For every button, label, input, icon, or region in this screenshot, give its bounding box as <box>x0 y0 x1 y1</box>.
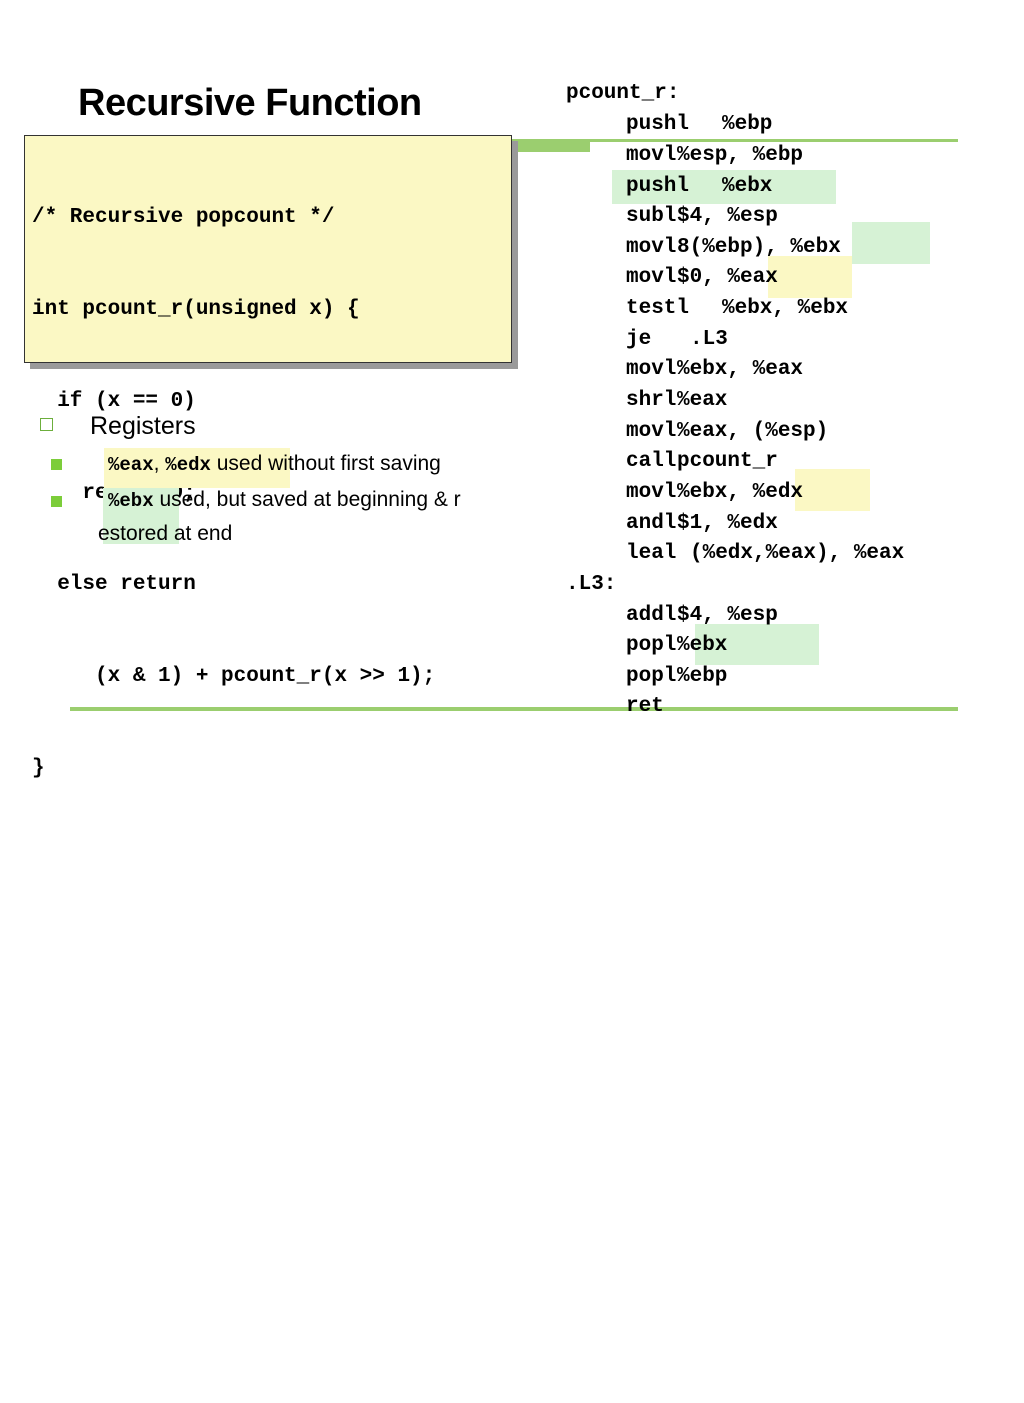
bullet-item-ebx: %ebx used, but saved at beginning & r <box>108 488 461 512</box>
asm-op: popl <box>626 634 677 657</box>
asm-label: pcount_r: <box>566 82 680 105</box>
asm-op: addl <box>626 604 677 627</box>
asm-op: subl <box>626 205 677 228</box>
highlight-pushl-ebx <box>612 170 836 204</box>
divider-accent-block <box>506 141 590 152</box>
asm-arg: pcount_r <box>677 450 778 473</box>
asm-op: movl <box>626 358 677 381</box>
asm-op: movl <box>626 144 677 167</box>
code-line: if (x == 0) <box>32 389 196 413</box>
asm-arg: %ebx <box>722 175 773 198</box>
asm-arg: %ebx, %edx <box>677 481 804 504</box>
register-ebx: %ebx <box>108 490 154 512</box>
asm-arg: %ebp <box>722 113 773 136</box>
asm-arg: %ebx, %eax <box>677 358 804 381</box>
highlight-ebx <box>103 488 179 544</box>
bullet-item-eax-edx: %eax, %edx used without first saving <box>108 452 441 476</box>
green-square-bullet-icon <box>51 496 62 507</box>
bullet-heading: Registers <box>90 412 196 440</box>
asm-op: movl <box>626 236 677 259</box>
asm-op: pushl <box>626 113 690 136</box>
asm-arg: %eax, (%esp) <box>677 420 829 443</box>
assembly-listing: pcount_r: pushl %ebp movl %esp, %ebp pus… <box>0 0 904 1403</box>
green-square-bullet-icon <box>51 459 62 470</box>
asm-arg: $4, %esp <box>677 205 778 228</box>
top-divider <box>70 139 958 142</box>
asm-arg: $4, %esp <box>677 604 778 627</box>
highlight-ebx-load <box>852 222 930 264</box>
highlight-eax-edx <box>104 448 290 488</box>
asm-arg: %ebx, %ebx <box>722 297 849 320</box>
highlight-popl-ebx <box>695 624 819 665</box>
asm-op: leal <box>626 542 677 565</box>
asm-op: pushl <box>626 175 690 198</box>
asm-arg: (%edx,%eax), %eax <box>690 542 905 565</box>
asm-op: movl <box>626 420 677 443</box>
asm-arg: $1, %edx <box>677 512 778 535</box>
code-line: (x & 1) + pcount_r(x >> 1); <box>32 665 436 689</box>
highlight-edx <box>795 469 870 511</box>
asm-arg: %ebx <box>677 634 728 657</box>
asm-op: andl <box>626 512 677 535</box>
asm-arg: 8(%ebp), %ebx <box>677 236 841 259</box>
asm-op: call <box>626 450 677 473</box>
asm-arg: %esp, %ebp <box>677 144 804 167</box>
asm-arg: %ebp <box>677 665 728 688</box>
asm-arg: .L3 <box>690 328 728 351</box>
asm-arg: $0, %eax <box>677 266 778 289</box>
code-line: /* Recursive popcount */ <box>32 206 335 230</box>
asm-op: movl <box>626 481 677 504</box>
asm-op: testl <box>626 297 690 320</box>
asm-op: shrl <box>626 389 677 412</box>
asm-op: je <box>626 328 652 351</box>
code-line: } <box>32 756 45 780</box>
bullet-item-ebx-continued: estored at end <box>98 522 233 545</box>
highlight-eax-init <box>768 256 852 298</box>
register-edx: %edx <box>165 454 211 476</box>
asm-arg: %eax <box>677 389 728 412</box>
register-eax: %eax <box>108 454 154 476</box>
c-code-box: /* Recursive popcount */ int pcount_r(un… <box>24 135 512 780</box>
slide-title: Recursive Function <box>78 82 422 124</box>
asm-op: popl <box>626 665 677 688</box>
bottom-divider <box>70 707 958 711</box>
hollow-square-bullet-icon <box>40 418 53 431</box>
code-line: int pcount_r(unsigned x) { <box>32 297 360 321</box>
code-line: else return <box>32 573 196 597</box>
asm-op: ret <box>626 695 664 718</box>
asm-op: movl <box>626 266 677 289</box>
asm-label: .L3: <box>566 573 617 596</box>
